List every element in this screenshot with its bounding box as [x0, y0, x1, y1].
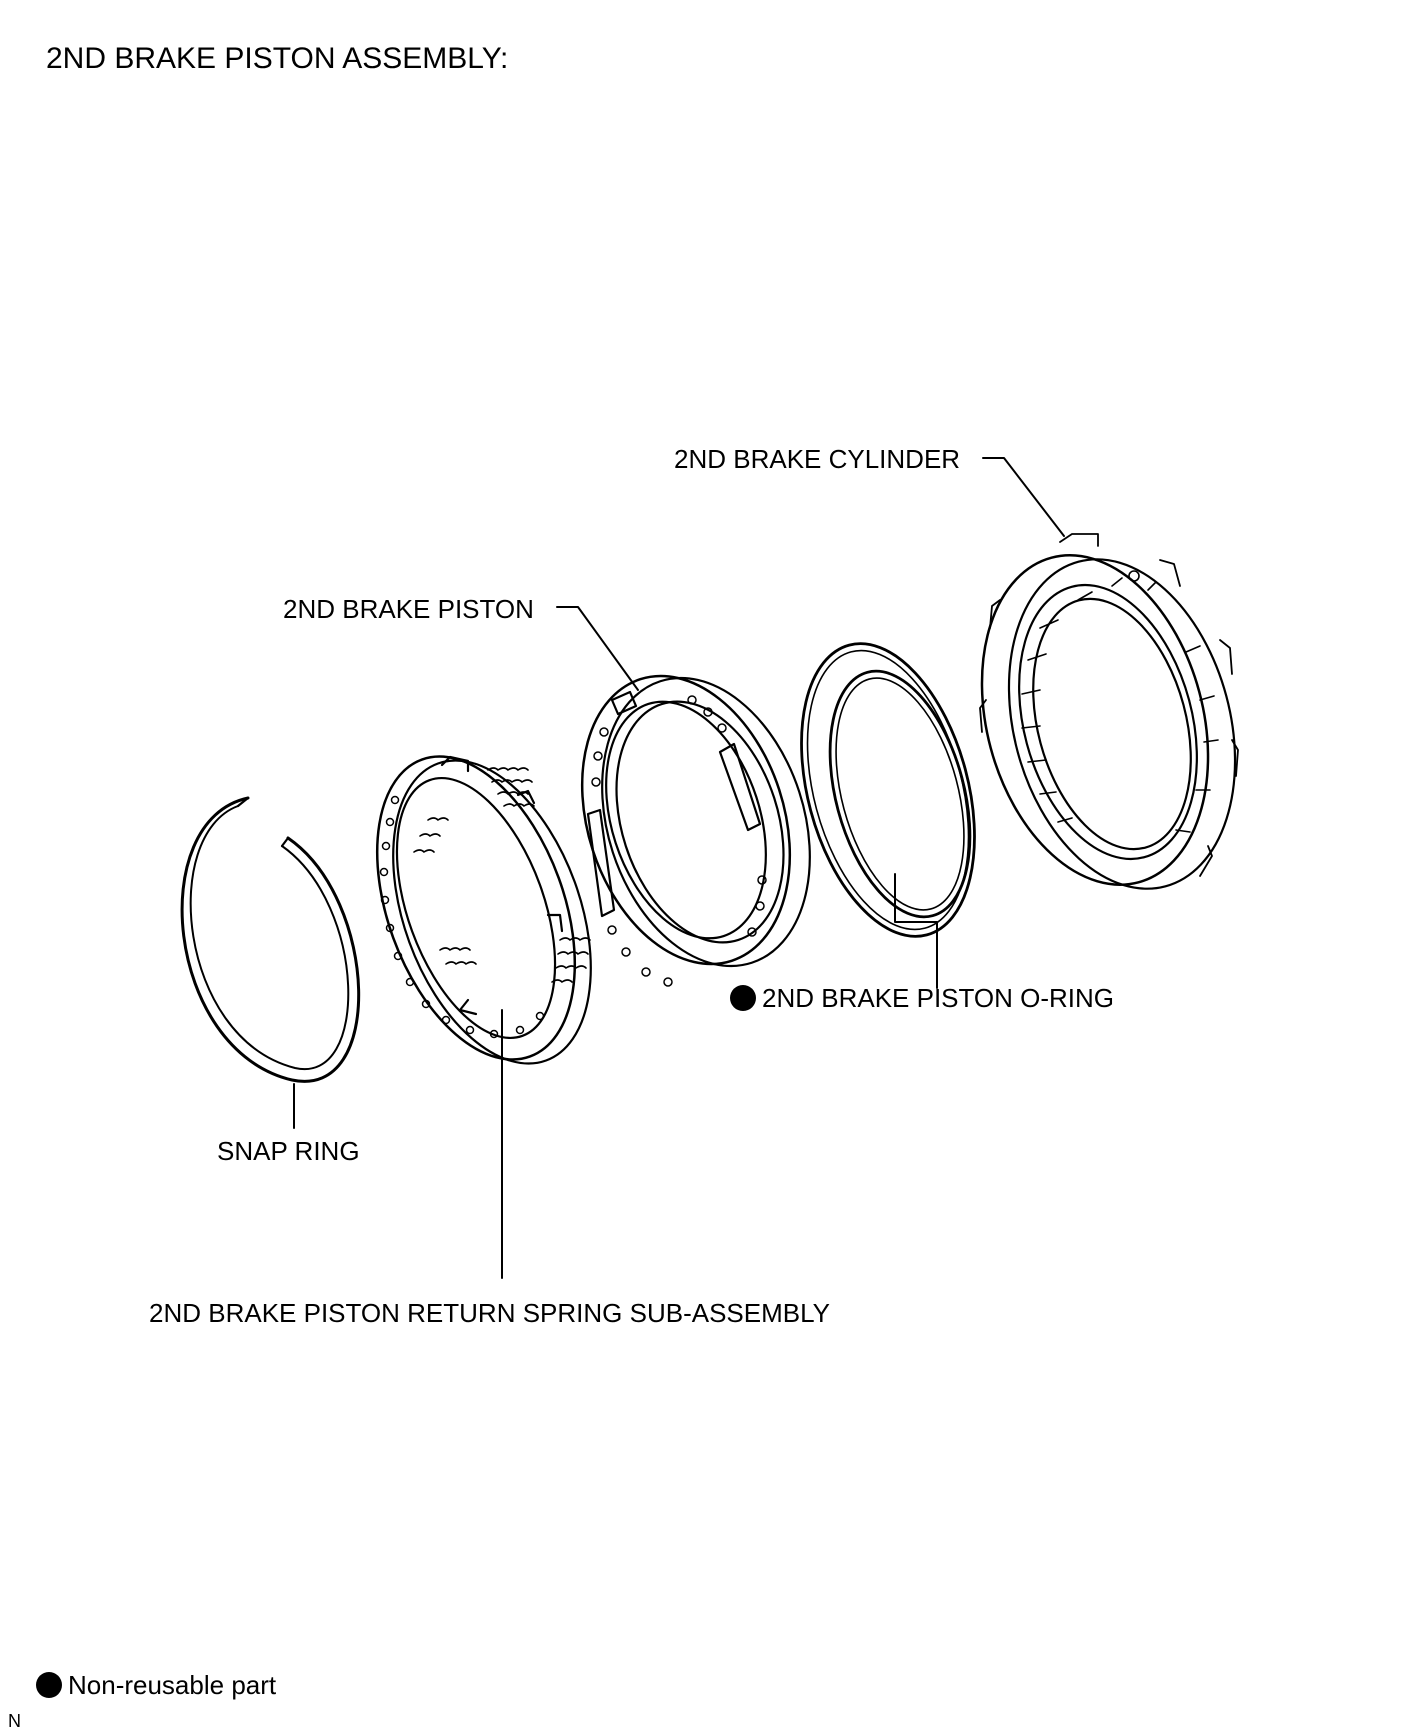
non-reusable-marker-icon [36, 1672, 62, 1698]
leader-lines [293, 457, 1065, 1279]
diagram-title: 2ND BRAKE PISTON ASSEMBLY: [46, 42, 509, 75]
corner-code: N [8, 1711, 21, 1731]
label-brake-piston: 2ND BRAKE PISTON [283, 594, 534, 624]
label-snap-ring: SNAP RING [217, 1136, 360, 1166]
oring-part [800, 642, 976, 938]
snap-ring-part [180, 796, 361, 1083]
label-brake-cylinder: 2ND BRAKE CYLINDER [674, 444, 961, 474]
label-oring-text: 2ND BRAKE PISTON O-RING [762, 983, 1115, 1013]
legend: Non-reusable part [36, 1672, 276, 1698]
brake-cylinder-part [979, 533, 1239, 890]
brake-piston-part [580, 674, 811, 987]
return-spring-part [375, 755, 592, 1065]
legend-text: Non-reusable part [68, 1670, 277, 1700]
label-brake-piston-oring: 2ND BRAKE PISTON O-RING [730, 985, 1114, 1011]
non-reusable-marker-icon [730, 985, 756, 1011]
label-return-spring-sub-assembly: 2ND BRAKE PISTON RETURN SPRING SUB-ASSEM… [149, 1298, 830, 1328]
